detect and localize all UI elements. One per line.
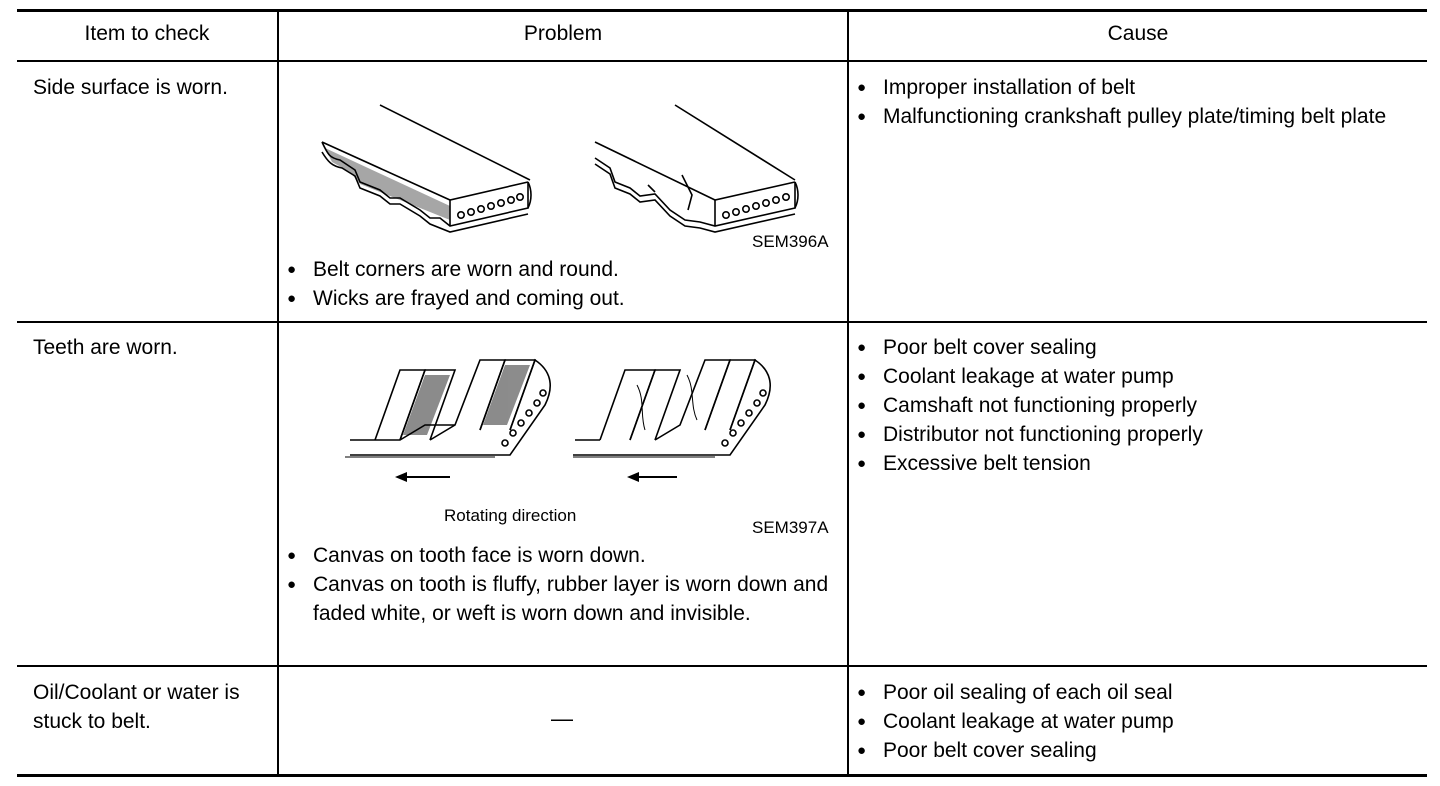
row2-problem-list: Canvas on tooth face is worn down. Canva… — [287, 541, 832, 628]
table-header-rule — [17, 60, 1427, 62]
row2-cause-list: Poor belt cover sealing Coolant leakage … — [857, 333, 1417, 478]
list-item: Poor belt cover sealing — [857, 333, 1417, 362]
list-item: Canvas on tooth face is worn down. — [287, 541, 832, 570]
worn-belt-side-figure — [321, 104, 799, 233]
row2-item: Teeth are worn. — [33, 336, 178, 359]
list-item: Belt corners are worn and round. — [287, 255, 842, 284]
row1-cause-list: Improper installation of belt Malfunctio… — [857, 73, 1417, 131]
row1-problem-list: Belt corners are worn and round. Wicks a… — [287, 255, 842, 313]
row2-figure-code: SEM397A — [752, 518, 829, 537]
table-top-rule — [17, 9, 1427, 12]
list-item: Poor oil sealing of each oil seal — [857, 678, 1417, 707]
list-item: Poor belt cover sealing — [857, 736, 1417, 765]
header-cause: Cause — [1107, 22, 1169, 45]
row-divider — [17, 665, 1427, 667]
list-item: Camshaft not functioning properly — [857, 391, 1417, 420]
column-divider — [277, 10, 279, 776]
list-item: Coolant leakage at water pump — [857, 707, 1417, 736]
list-item: Coolant leakage at water pump — [857, 362, 1417, 391]
list-item: Wicks are frayed and coming out. — [287, 284, 842, 313]
row1-item: Side surface is worn. — [33, 76, 228, 99]
list-item: Malfunctioning crankshaft pulley plate/t… — [857, 102, 1417, 131]
worn-teeth-figure — [345, 358, 771, 482]
row3-cause-list: Poor oil sealing of each oil seal Coolan… — [857, 678, 1417, 765]
list-item: Canvas on tooth is fluffy, rubber layer … — [287, 570, 832, 628]
column-divider — [847, 10, 849, 776]
header-problem: Problem — [523, 22, 603, 45]
row3-problem-dash: — — [551, 706, 573, 731]
list-item: Distributor not functioning properly — [857, 420, 1417, 449]
list-item: Improper installation of belt — [857, 73, 1417, 102]
row3-item: Oil/Coolant or water is stuck to belt. — [33, 681, 240, 733]
table-bottom-rule — [17, 774, 1427, 777]
list-item: Excessive belt tension — [857, 449, 1417, 478]
row1-figure-code: SEM396A — [752, 232, 829, 251]
row2-figure-caption: Rotating direction — [444, 506, 577, 525]
header-item-to-check: Item to check — [84, 22, 210, 45]
row-divider — [17, 321, 1427, 323]
